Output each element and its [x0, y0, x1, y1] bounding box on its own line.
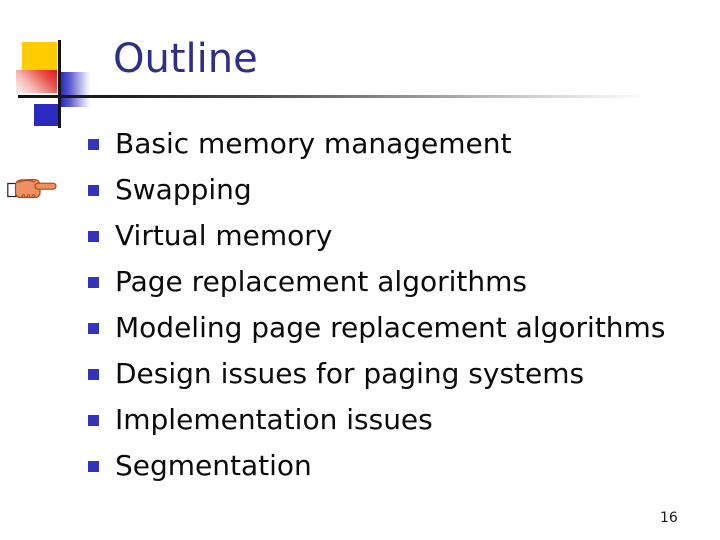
list-item-label: Basic memory management [115, 126, 512, 160]
square-bullet-icon [88, 414, 99, 426]
list-item-label: Design issues for paging systems [115, 356, 585, 390]
decor-yellow-square [22, 42, 57, 70]
list-item-label: Page replacement algorithms [115, 264, 527, 298]
square-bullet-icon [88, 184, 99, 196]
list-item: Design issues for paging systems [88, 350, 665, 396]
pointing-hand-icon [7, 176, 57, 201]
list-item-label: Modeling page replacement algorithms [115, 310, 666, 344]
list-item: Virtual memory [88, 212, 665, 258]
square-bullet-icon [88, 322, 99, 334]
list-item-label: Implementation issues [115, 402, 433, 436]
decor-vertical-line [58, 40, 61, 128]
list-item-label: Swapping [115, 172, 252, 206]
square-bullet-icon [88, 138, 99, 150]
list-item: Swapping [88, 166, 665, 212]
outline-list: Basic memory management Swapping Virtual… [88, 120, 665, 488]
list-item: Basic memory management [88, 120, 665, 166]
list-item: Modeling page replacement algorithms [88, 304, 665, 350]
list-item: Page replacement algorithms [88, 258, 665, 304]
square-bullet-icon [88, 276, 99, 288]
square-bullet-icon [88, 230, 99, 242]
decor-blue-gradient-square [61, 72, 90, 107]
list-item-label: Virtual memory [115, 218, 333, 252]
decor-blue-square [34, 104, 59, 126]
page-number: 16 [660, 510, 678, 526]
square-bullet-icon [88, 460, 99, 472]
list-item: Segmentation [88, 442, 665, 488]
title-underline-rule [18, 95, 660, 98]
decor-red-gradient-square [16, 70, 57, 93]
list-item-label: Segmentation [115, 448, 312, 482]
square-bullet-icon [88, 368, 99, 380]
list-item: Implementation issues [88, 396, 665, 442]
slide-title: Outline [113, 36, 258, 82]
